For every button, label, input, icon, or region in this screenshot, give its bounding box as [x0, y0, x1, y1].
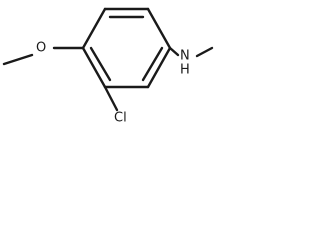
ring-bond-top-right: [146, 7, 172, 50]
ring-bond-top-left: [81, 7, 107, 50]
hydrogen-label: H: [180, 63, 190, 78]
structure-diagram: O Cl N H: [2, 7, 214, 126]
ring-bond-bottom-right: [146, 46, 172, 89]
chlorine-label: Cl: [114, 111, 127, 126]
bond-oxygen-to-methyl: [2, 53, 34, 66]
ring-double-bond-right: [141, 46, 164, 82]
bond-ring-to-chlorine: [103, 85, 119, 112]
molecule-canvas: O Cl N H: [0, 0, 216, 132]
oxygen-label: O: [36, 41, 46, 56]
nitrogen-label: N: [180, 49, 190, 64]
bond-nitrogen-to-methyl: [195, 46, 214, 58]
ring-double-bond-left: [89, 46, 112, 82]
bond-ring-to-nitrogen: [168, 46, 180, 57]
ring-bond-bottom-left: [81, 46, 107, 89]
